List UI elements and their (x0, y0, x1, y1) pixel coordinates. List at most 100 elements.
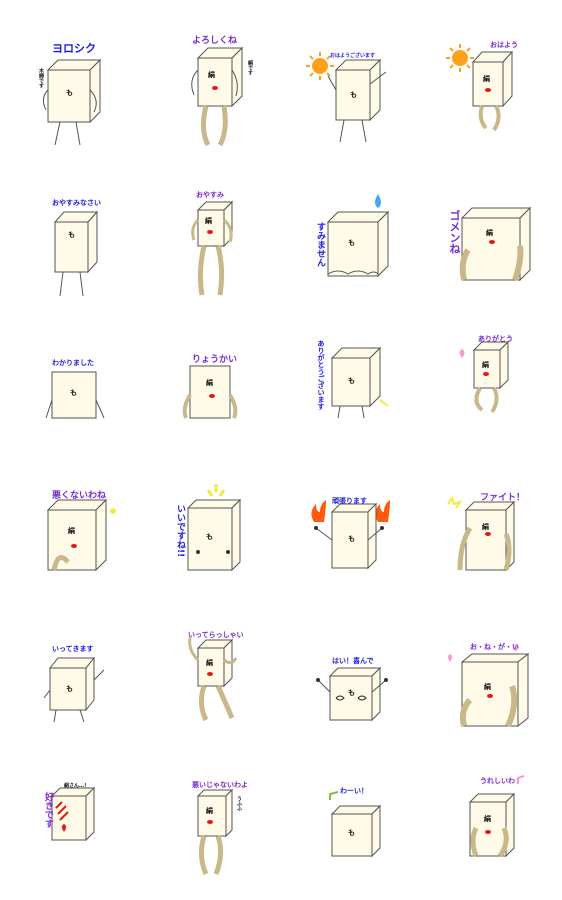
sticker-label: ゴメンね (448, 210, 461, 254)
sticker-label: おやすみなさい (52, 199, 101, 207)
cube-face-text: も (70, 389, 77, 397)
sticker-arigatou[interactable]: ありがとう 絹 (420, 300, 560, 450)
sticker-side-text: 絹さん…！ (64, 783, 90, 789)
heart-icon (514, 644, 518, 652)
sticker-label: いいですね!! (175, 504, 185, 558)
cube-face-text: 絹 (208, 71, 215, 79)
cube-character (46, 498, 116, 572)
sticker-sumimasen[interactable]: すみません も (280, 150, 420, 300)
cube-face-text: も (206, 533, 213, 541)
sticker-label: ありがとう (478, 335, 513, 343)
sticker-oyasumi[interactable]: おやすみ 絹 (140, 150, 280, 300)
cube-character (188, 637, 238, 722)
cube-character (448, 644, 530, 728)
sticker-side-text: 絹です (247, 60, 253, 75)
sticker-ohayougozaimasu[interactable]: おはようございます も (280, 0, 420, 150)
sticker-yoroshiku[interactable]: ヨロシク 木綿です も (0, 0, 140, 150)
heart-icon (62, 824, 66, 832)
cube-face-text: も (348, 239, 355, 247)
heart-icon (459, 349, 465, 358)
sticker-suki-desu[interactable]: 好きです 絹さん…！ (0, 750, 140, 900)
sticker-label: ヨロシク (52, 42, 96, 55)
cube-face-text: 絹 (484, 815, 491, 823)
sticker-label: いってきます (52, 645, 94, 653)
cube-character (191, 46, 244, 147)
sticker-label: 頑張ります (332, 497, 367, 505)
sticker-ureshiiwa[interactable]: うれしいわ 絹 (420, 750, 560, 900)
sticker-label: おやすみ (196, 191, 224, 199)
cube-face-text: も (348, 689, 355, 697)
cube-face-text: 絹 (206, 659, 213, 667)
sweat-drop-icon (375, 194, 381, 208)
sun-icon (312, 58, 328, 74)
sticker-ohayou[interactable]: おはよう 絹 (420, 0, 560, 150)
cube-face-text: も (66, 89, 73, 97)
sticker-label: お・ね・が・い (470, 643, 519, 651)
cube-character (459, 206, 532, 282)
fire-icon (375, 500, 390, 522)
sticker-iidesune[interactable]: いいですね!! も (140, 450, 280, 600)
sticker-side-text: 木綿です (38, 68, 44, 88)
sticker-faito[interactable]: ファイト！ 絹 (420, 450, 560, 600)
sticker-ganbarimasu[interactable]: 頑張ります も (280, 450, 420, 600)
cube-character (47, 192, 99, 297)
cube-face-text: 絹 (484, 683, 491, 691)
cube-character (196, 788, 234, 876)
sticker-warukunaiwane[interactable]: 悪くないわね 絹 (0, 450, 140, 600)
sticker-label: 好きです (43, 792, 53, 828)
cube-character (188, 188, 234, 296)
sticker-hai-yorokonde[interactable]: はい！喜んで も (280, 600, 420, 750)
sticker-itterasshai[interactable]: いってらっしゃい 絹 (140, 600, 280, 750)
sticker-label: 悪くないわね (52, 491, 107, 501)
cube-character (326, 194, 390, 278)
sticker-wakarimashita[interactable]: わかりました も (0, 300, 140, 450)
cube-face-text: も (350, 91, 357, 99)
sticker-onegai[interactable]: お・ね・が・い 絹 (420, 600, 560, 750)
sticker-label: わかりました (52, 359, 94, 367)
cube-character (316, 666, 388, 722)
cube-character (43, 656, 105, 723)
sticker-label: はい！喜んで (332, 657, 374, 665)
cube-character (42, 58, 102, 146)
cube-character (446, 44, 514, 132)
sticker-gomenne[interactable]: ゴメンね 絹 (420, 150, 560, 300)
cube-character (447, 495, 516, 572)
sticker-arigatougozaimasu[interactable]: ありがとうございます も (280, 300, 420, 450)
heart-icon (448, 654, 452, 662)
sticker-yoroshikune[interactable]: よろしくね 絹です 絹 (140, 0, 280, 150)
cube-face-text: も (66, 685, 73, 693)
sticker-label: すみません (315, 222, 325, 267)
sticker-waai[interactable]: わーい！ も (280, 750, 420, 900)
sticker-label: ありがとうございます (317, 340, 325, 410)
cube-face-text: も (348, 377, 355, 385)
sticker-side-text: うふふ (236, 796, 242, 811)
cube-face-text: 絹 (68, 527, 75, 535)
cube-character (186, 484, 242, 572)
sticker-label: よろしくね (192, 36, 238, 46)
cube-face-text: 絹 (486, 229, 493, 237)
cube-character (45, 371, 105, 419)
cube-face-text: 絹 (482, 523, 489, 531)
sticker-label: おはようございます (330, 53, 376, 59)
sticker-label: りょうかい (192, 355, 238, 365)
sticker-label: ファイト！ (480, 493, 526, 503)
sticker-waruijanaiwayo[interactable]: 悪いじゃないわよ うふふ 絹 (140, 750, 280, 900)
cube-face-text: 絹 (483, 75, 490, 83)
sticker-ittekimasu[interactable]: いってきます も (0, 600, 140, 750)
sticker-label: いってらっしゃい (188, 631, 244, 639)
sticker-ryoukai[interactable]: りょうかい 絹 (140, 300, 280, 450)
cube-character (468, 775, 525, 858)
sticker-oyasuminasai[interactable]: おやすみなさい も (0, 150, 140, 300)
cube-face-text: も (348, 535, 355, 543)
sticker-label: うれしいわ (480, 777, 515, 785)
fire-icon (311, 500, 326, 522)
sun-icon (452, 50, 468, 66)
cube-face-text: も (348, 829, 355, 837)
cube-character (50, 786, 96, 842)
music-note-icon (517, 775, 525, 784)
music-note-icon (329, 791, 339, 800)
sticker-label: わーい！ (340, 787, 368, 795)
cube-face-text: 絹 (206, 807, 213, 815)
cube-face-text: 絹 (482, 361, 489, 369)
